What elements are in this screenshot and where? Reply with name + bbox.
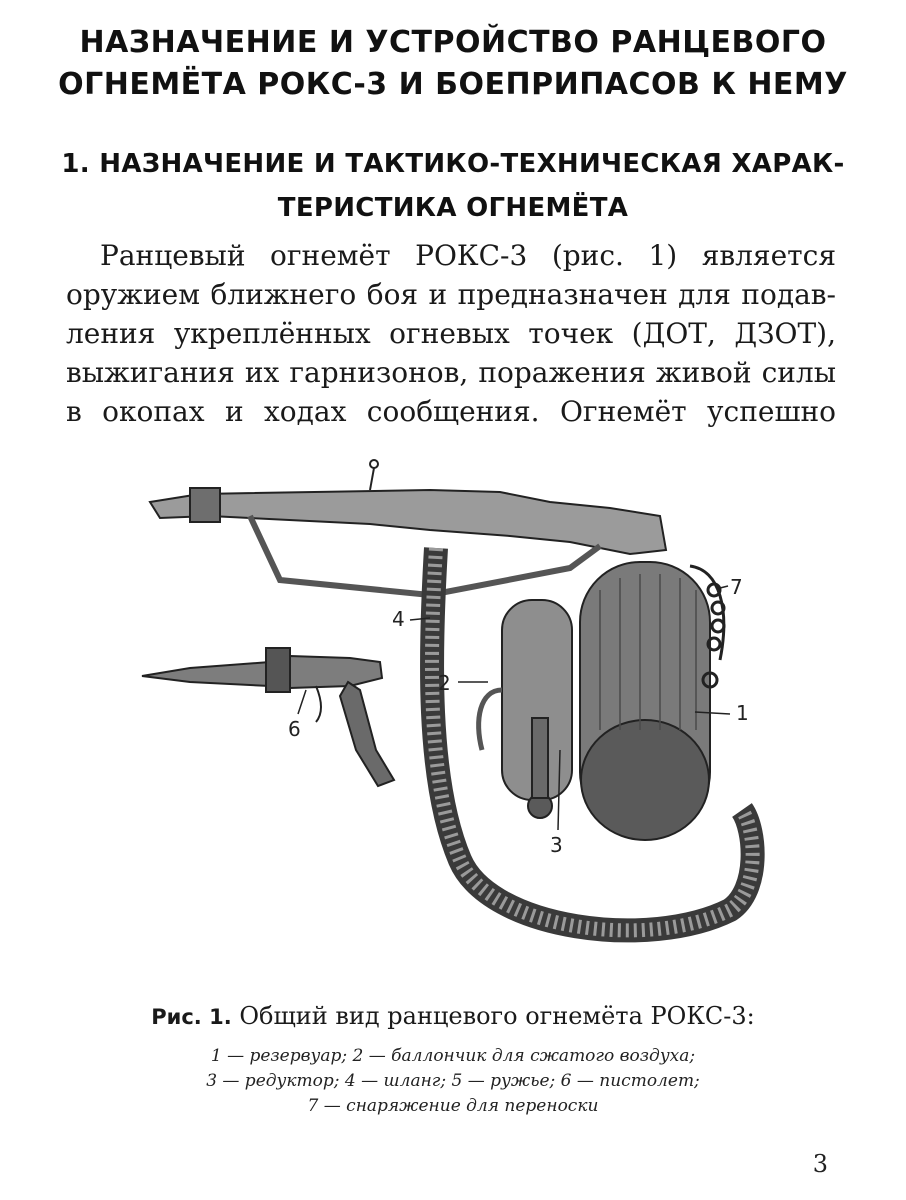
body-line: оружием ближнего боя и предназначен для …: [66, 278, 836, 311]
callout-6: 6: [288, 717, 301, 741]
callout-1: 1: [736, 701, 749, 725]
gun-drawing: [148, 459, 668, 599]
flamethrower-illustration: 1 2 3 4 6 7: [130, 450, 770, 970]
chapter-title-line-1: НАЗНАЧЕНИЕ И УСТРОЙСТВО РАНЦЕВОГО: [79, 25, 827, 60]
callout-4: 4: [392, 607, 405, 631]
legend-line: 3 — редуктор; 4 — шланг; 5 — ружье; 6 — …: [206, 1071, 700, 1091]
air-cylinder-drawing: [476, 599, 573, 801]
section-title-line-1: 1. НАЗНАЧЕНИЕ И ТАКТИКО-ТЕХНИЧЕСКАЯ ХАРА…: [61, 149, 845, 179]
figure-caption: Рис. 1. Общий вид ранцевого огнемёта РОК…: [60, 1002, 846, 1030]
pistol-drawing: [141, 647, 396, 788]
figure-legend: 1 — резервуар; 2 — баллончик для сжатого…: [60, 1044, 846, 1119]
reservoir-drawing: [579, 561, 711, 841]
chapter-title-line-2: ОГНЕМЁТА РОКС-3 И БОЕПРИПАСОВ К НЕМУ: [58, 67, 848, 102]
callout-2: 2: [438, 671, 451, 695]
body-line: ления укреплённых огневых точек (ДОТ, ДЗ…: [66, 317, 836, 350]
legend-line: 1 — резервуар; 2 — баллончик для сжатого…: [210, 1046, 696, 1066]
callouts: [297, 585, 731, 831]
section-title-line-2: ТЕРИСТИКА ОГНЕМЁТА: [277, 193, 629, 223]
harness-drawing: [689, 564, 726, 689]
flamethrower-drawing: 1 2 3 4 6 7: [141, 459, 765, 943]
body-line: выжигания их гарнизонов, поражения живой…: [66, 356, 836, 389]
callout-7: 7: [730, 575, 743, 599]
chapter-title: НАЗНАЧЕНИЕ И УСТРОЙСТВО РАНЦЕВОГО ОГНЕМЁ…: [40, 22, 866, 106]
figure-label: Рис. 1.: [151, 1005, 232, 1029]
body-line: Ранцевый огнемёт РОКС-3 (рис. 1) являетс…: [100, 239, 836, 272]
section-title: 1. НАЗНАЧЕНИЕ И ТАКТИКО-ТЕХНИЧЕСКАЯ ХАРА…: [50, 142, 856, 230]
callout-3: 3: [550, 833, 563, 857]
hose-drawing: [420, 547, 765, 943]
body-line: в окопах и ходах сообщения. Огнемёт успе…: [66, 395, 836, 428]
body-paragraph: Ранцевый огнемёт РОКС-3 (рис. 1) являетс…: [66, 236, 836, 431]
legend-line: 7 — снаряжение для переноски: [307, 1096, 599, 1116]
reducer-drawing: [527, 717, 553, 819]
page-number: 3: [812, 1150, 828, 1178]
figure-caption-text: Общий вид ранцевого огнемёта РОКС-3:: [239, 1002, 755, 1030]
